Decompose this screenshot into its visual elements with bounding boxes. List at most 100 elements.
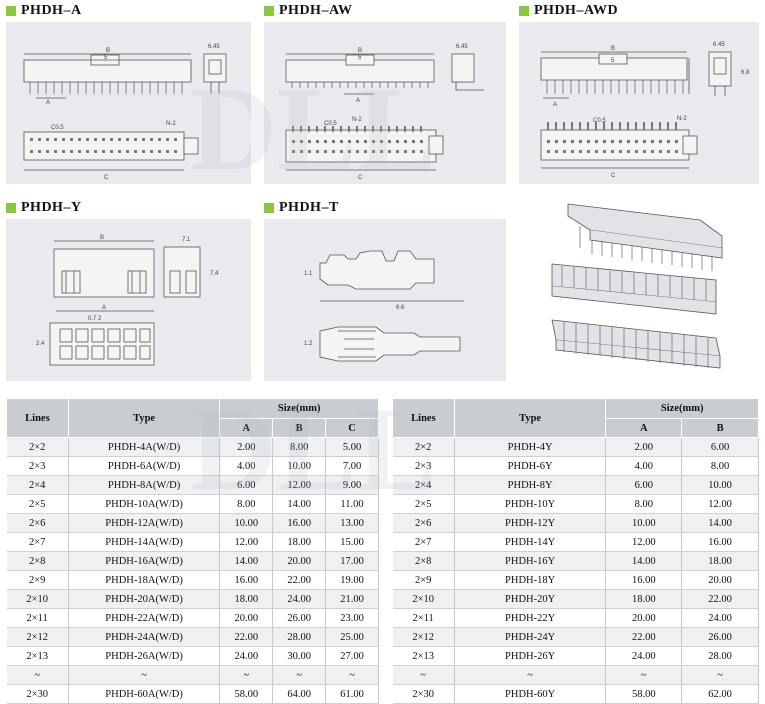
cell-lines: 2×12 <box>6 627 69 647</box>
phdh-t-drawing: 1.1 6.6 1.2 <box>304 250 464 362</box>
cell-type: PHDH-4A(W/D) <box>68 437 221 457</box>
cell-lines: 2×13 <box>6 646 69 666</box>
cell-b: 26.00 <box>681 627 759 647</box>
cell-b: 24.00 <box>681 608 759 628</box>
dim-5-label: 5 <box>358 55 362 61</box>
cell-a: ~ <box>605 665 683 685</box>
connector-3d-drawing <box>551 203 723 369</box>
cell-lines: 2×30 <box>392 684 455 704</box>
cell-lines: 2×3 <box>392 456 455 476</box>
cell-type: PHDH-26Y <box>454 646 607 666</box>
cell-a: 16.00 <box>605 570 683 590</box>
cell-a: 14.00 <box>605 551 683 571</box>
cell-lines: 2×12 <box>392 627 455 647</box>
cell-a: 10.00 <box>605 513 683 533</box>
dim-n-label: N-2 <box>677 116 687 122</box>
cell-a: 22.00 <box>219 627 274 647</box>
col-header-size: Size(mm) <box>605 398 759 419</box>
cell-type: PHDH-14A(W/D) <box>68 532 221 552</box>
cell-lines: 2×5 <box>392 494 455 514</box>
dim-pitch-label: C0.5 <box>593 118 606 124</box>
cell-type: ~ <box>68 665 221 685</box>
cell-b: 22.00 <box>272 570 327 590</box>
cell-b: 14.00 <box>681 513 759 533</box>
drawing-panel-phdh-y: B 7.1 7.4 A 0.7 2 2.4 <box>6 219 251 381</box>
cell-c: 27.00 <box>325 646 379 666</box>
cell-lines: 2×3 <box>6 456 69 476</box>
cell-a: 22.00 <box>605 627 683 647</box>
cell-type: PHDH-6Y <box>454 456 607 476</box>
green-square-icon <box>264 203 274 213</box>
cell-a: 14.00 <box>219 551 274 571</box>
cell-lines: 2×4 <box>6 475 69 495</box>
cell-a: ~ <box>219 665 274 685</box>
col-header-type: Type <box>453 398 607 438</box>
cell-b: ~ <box>681 665 759 685</box>
drawing-panel-phdh-awd: B 5 A 6.45 6.8 C0.5 N-2 <box>519 22 759 184</box>
cell-c: 5.00 <box>325 437 379 457</box>
cell-type: PHDH-12Y <box>454 513 607 533</box>
cell-type: PHDH-12A(W/D) <box>68 513 221 533</box>
cell-a: 24.00 <box>605 646 683 666</box>
cell-b: 16.00 <box>681 532 759 552</box>
cell-type: PHDH-24Y <box>454 627 607 647</box>
cell-a: 16.00 <box>219 570 274 590</box>
cell-type: PHDH-22A(W/D) <box>68 608 221 628</box>
cell-a: 58.00 <box>219 684 274 704</box>
cell-lines: 2×30 <box>6 684 69 704</box>
drawing-panel-phdh-aw: B 5 A 6.45 C0.5 N-2 <box>264 22 506 184</box>
dim-c-label: C <box>104 175 109 181</box>
dim-n-label: N-2 <box>166 121 176 127</box>
dim-pitch-label: C0.5 <box>324 121 337 127</box>
cell-b: 18.00 <box>272 532 327 552</box>
cell-type: PHDH-14Y <box>454 532 607 552</box>
dim-a-label: A <box>356 98 360 104</box>
cell-a: 20.00 <box>219 608 274 628</box>
cell-c: 17.00 <box>325 551 379 571</box>
cell-lines: ~ <box>392 665 455 685</box>
cell-b: 20.00 <box>272 551 327 571</box>
dim-n-label: N-2 <box>352 117 362 123</box>
cell-lines: 2×4 <box>392 475 455 495</box>
cell-type: PHDH-22Y <box>454 608 607 628</box>
col-header-lines: Lines <box>392 398 455 438</box>
cell-lines: 2×8 <box>6 551 69 571</box>
cell-c: 7.00 <box>325 456 379 476</box>
cell-lines: 2×13 <box>392 646 455 666</box>
green-square-icon <box>6 203 16 213</box>
cell-a: 8.00 <box>219 494 274 514</box>
dim-side-label: 6.45 <box>456 44 468 50</box>
dim-b-label: B <box>358 48 362 54</box>
table-row: ~~~~ <box>392 665 759 685</box>
cell-b: 16.00 <box>272 513 327 533</box>
cell-type: PHDH-60Y <box>454 684 607 704</box>
cell-a: 10.00 <box>219 513 274 533</box>
cell-lines: 2×6 <box>392 513 455 533</box>
cell-c: 13.00 <box>325 513 379 533</box>
section-title-text: PHDH–A <box>21 3 82 18</box>
cell-lines: 2×9 <box>6 570 69 590</box>
dim-height-label: 7.4 <box>210 271 219 277</box>
cell-lines: 2×11 <box>392 608 455 628</box>
cell-b: 64.00 <box>272 684 327 704</box>
cell-type: PHDH-10A(W/D) <box>68 494 221 514</box>
cell-a: 12.00 <box>605 532 683 552</box>
cell-c: 61.00 <box>325 684 379 704</box>
cell-b: 18.00 <box>681 551 759 571</box>
cell-lines: 2×11 <box>6 608 69 628</box>
